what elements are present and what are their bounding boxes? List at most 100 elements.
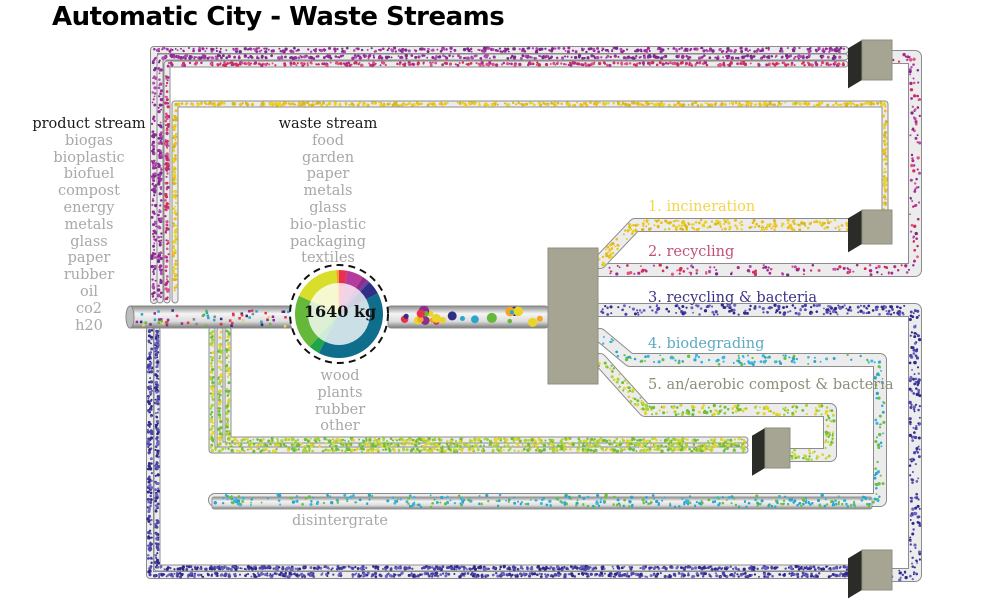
particle [799,308,803,312]
particle [154,474,157,477]
particle [908,317,912,322]
particle [426,50,430,53]
particle [817,268,821,272]
particle [913,435,918,440]
particle [230,495,233,498]
particle [484,56,487,59]
particle [753,273,758,277]
particle [224,442,228,446]
particle [431,501,434,505]
particle [565,567,568,570]
particle [640,50,643,53]
particle [712,403,716,408]
particle [824,430,828,434]
particle [182,49,185,52]
particle [153,252,157,256]
particle [620,566,624,570]
particle [465,63,468,66]
particle [708,443,711,445]
particle [726,219,729,222]
particle [694,221,698,224]
particle [150,337,153,341]
particle [366,571,370,575]
particle [364,566,368,570]
particle [245,103,250,107]
particle [661,269,665,273]
particle [916,68,920,72]
particle [149,361,153,365]
particle [727,495,731,499]
particle [155,505,159,509]
particle [831,437,834,440]
particle [695,304,698,307]
particle [624,312,628,316]
particle [708,49,712,52]
particle [830,307,833,310]
particle [687,573,690,577]
particle [727,221,731,225]
particle [794,456,798,460]
particle [386,48,389,52]
particle [755,494,759,498]
particle [165,77,168,80]
particle [158,155,162,160]
particle [174,267,178,271]
particle [341,49,345,53]
particle [643,444,647,448]
particle [807,449,811,452]
particle [817,48,820,51]
particle [839,572,843,575]
particle [879,423,881,426]
particle [629,227,633,231]
particle [914,188,917,191]
particle [814,356,816,359]
particle [250,575,253,578]
particle [745,104,748,107]
particle [157,259,160,263]
particle [909,314,913,318]
particle [502,573,506,577]
particle [716,567,720,571]
particle [638,102,641,105]
particle [742,103,745,106]
particle [874,307,879,312]
particle [758,305,761,309]
particle [800,565,803,568]
particle [613,572,617,576]
particle [615,237,619,241]
particle [439,573,443,576]
particle [338,102,342,105]
particle [753,573,757,576]
particle [172,118,176,122]
particle [887,309,891,313]
particle [260,63,264,67]
particle [798,501,802,505]
particle [151,182,155,185]
particle [581,48,584,52]
particle [805,499,808,502]
particle [486,103,490,107]
particle [491,48,495,51]
particle [744,55,747,58]
particle [909,540,912,542]
particle [777,307,781,311]
particle [908,70,912,74]
particle [155,454,159,458]
particle [164,167,168,171]
particle [292,442,296,446]
particle [626,381,629,385]
particle [878,432,882,437]
particle [875,396,878,400]
particle [198,102,202,106]
particle [676,62,679,66]
particle [374,575,378,578]
particle [400,571,404,575]
particle [813,450,816,453]
particle [275,567,278,571]
particle [157,284,160,288]
particle [824,412,827,415]
particle [837,495,840,498]
particle [557,46,561,50]
particle [461,442,464,445]
particle [908,464,912,467]
